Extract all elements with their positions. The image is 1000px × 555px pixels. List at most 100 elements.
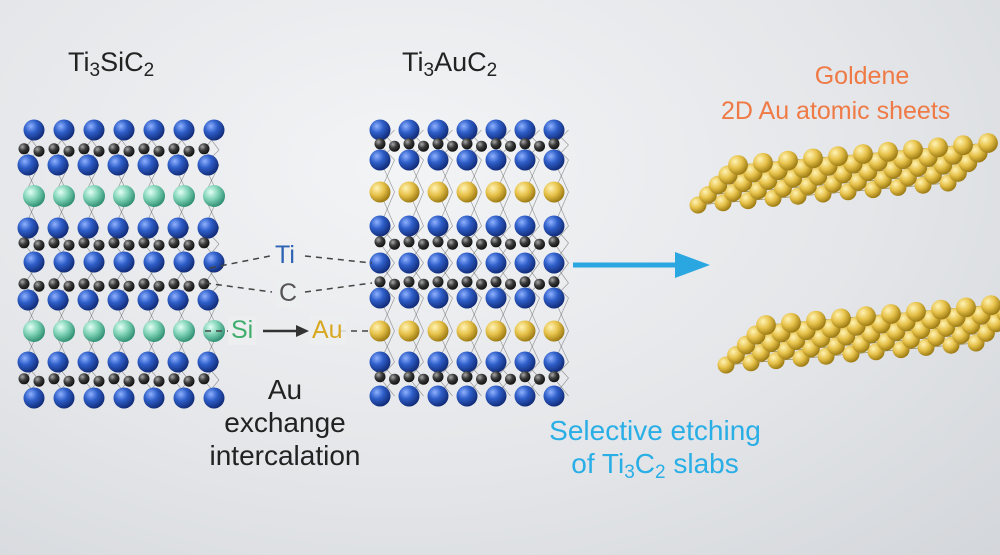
si-atom: [113, 185, 135, 207]
c-atom: [48, 278, 60, 290]
ti-atom: [113, 387, 135, 409]
c-atom: [447, 278, 458, 290]
ti-atom: [77, 289, 99, 311]
c-atom: [123, 375, 135, 387]
ti-atom: [427, 149, 449, 171]
ti-atom: [456, 351, 478, 373]
au-atom: [781, 312, 801, 333]
au-atom: [828, 146, 848, 167]
exchange-intercalation-note: Au exchange intercalation: [190, 373, 380, 472]
ti-atom: [485, 215, 507, 237]
c-atom: [519, 276, 531, 288]
c-atom: [418, 278, 429, 290]
c-atom: [374, 371, 386, 383]
ti-atom: [173, 119, 195, 141]
goldene-sheets: [689, 133, 1000, 374]
c-atom: [374, 236, 386, 248]
ti-atom: [427, 215, 449, 237]
ti-atom: [456, 149, 478, 171]
c-atom: [505, 373, 516, 385]
ti-atom: [47, 351, 69, 373]
c-atom: [168, 143, 180, 155]
ti-atom: [398, 215, 420, 237]
ti-atom: [543, 119, 565, 141]
c-atom: [418, 373, 429, 385]
au-atom: [456, 320, 478, 342]
c-atom: [78, 143, 90, 155]
c-atom: [138, 143, 150, 155]
c-atom: [63, 280, 75, 292]
ti-atom: [543, 252, 565, 274]
ti-atom: [77, 154, 99, 176]
si-atom: [203, 185, 225, 207]
ti-atom: [47, 217, 69, 239]
ti-atom: [197, 154, 219, 176]
au-atom: [514, 320, 536, 342]
c-leader-line: [204, 282, 273, 293]
ti-atom: [485, 351, 507, 373]
au-atom: [956, 297, 976, 318]
c-atom: [123, 145, 135, 157]
c-atom: [33, 239, 45, 251]
ti-atom: [427, 287, 449, 309]
au-atom: [806, 310, 826, 331]
ti-atom: [83, 251, 105, 273]
ti-atom: [53, 119, 75, 141]
ti-atom: [197, 289, 219, 311]
c-atom: [461, 138, 473, 150]
c-atom: [432, 236, 444, 248]
c-atom: [18, 373, 30, 385]
selective-etching-note: Selective etching of Ti3C2 slabs: [520, 414, 790, 489]
ti-atom: [543, 149, 565, 171]
ti-atom: [456, 119, 478, 141]
ti-atom: [456, 252, 478, 274]
ti-atom: [143, 119, 165, 141]
c-atom: [168, 237, 180, 249]
c-atom: [389, 278, 400, 290]
c-atom: [476, 373, 487, 385]
c-atom: [18, 237, 30, 249]
goldene-title: Goldene: [814, 62, 910, 90]
si-atom: [83, 185, 105, 207]
au-atom: [778, 150, 798, 171]
c-atom: [490, 371, 502, 383]
ti-atom: [77, 351, 99, 373]
c-atom: [519, 236, 531, 248]
ti-atom: [514, 149, 536, 171]
c-atom: [108, 278, 120, 290]
c-atom: [534, 373, 545, 385]
ti-atom: [514, 287, 536, 309]
si-atom: [23, 185, 45, 207]
si-atom: [203, 320, 225, 342]
c-atom: [461, 276, 473, 288]
c-atom: [490, 138, 502, 150]
si-to-au-arrow-head: [296, 325, 309, 337]
ti-atom: [514, 215, 536, 237]
c-atom: [505, 278, 516, 290]
ti-atom: [514, 351, 536, 373]
c-atom: [374, 276, 386, 288]
ti-atom: [543, 385, 565, 407]
ti-atom: [113, 251, 135, 273]
c-atom: [63, 145, 75, 157]
ti-atom: [167, 351, 189, 373]
au-atom: [878, 141, 898, 162]
c-atom: [33, 280, 45, 292]
au-atom: [427, 181, 449, 203]
si-atom: [53, 320, 75, 342]
si-atom: [173, 320, 195, 342]
ti-atom: [485, 119, 507, 141]
si-atom: [143, 185, 165, 207]
c-atom: [432, 276, 444, 288]
c-atom: [48, 237, 60, 249]
ti-atom: [167, 154, 189, 176]
ti-atom: [514, 385, 536, 407]
c-atom: [123, 239, 135, 251]
ti-atom: [398, 385, 420, 407]
c-atom: [519, 371, 531, 383]
c-atom: [534, 140, 545, 152]
au-atom: [981, 295, 1000, 316]
ti-atom: [137, 351, 159, 373]
